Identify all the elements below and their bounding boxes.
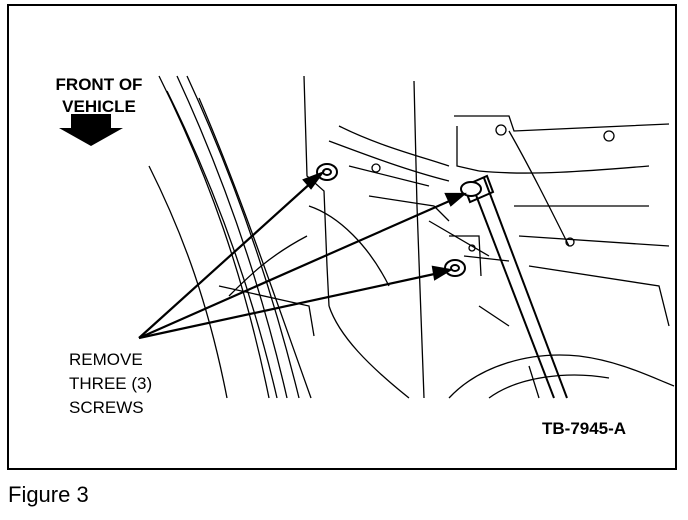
screw-icon xyxy=(444,259,466,277)
figure-caption: Figure 3 xyxy=(8,482,89,507)
callout-leaders xyxy=(138,170,468,340)
down-arrow-icon xyxy=(59,114,123,146)
trim-panel-illustration xyxy=(59,75,675,399)
reference-code: TB-7945-A xyxy=(542,419,627,438)
screw-icon xyxy=(316,163,338,181)
remove-screws-callout: REMOVE THREE (3) SCREWS xyxy=(69,350,153,417)
front-of-vehicle-label: FRONT OF VEHICLE xyxy=(55,75,143,116)
screw-icon xyxy=(460,181,482,197)
figure-frame: FRONT OF VEHICLE REMOVE THREE (3) SCREWS… xyxy=(7,4,677,470)
